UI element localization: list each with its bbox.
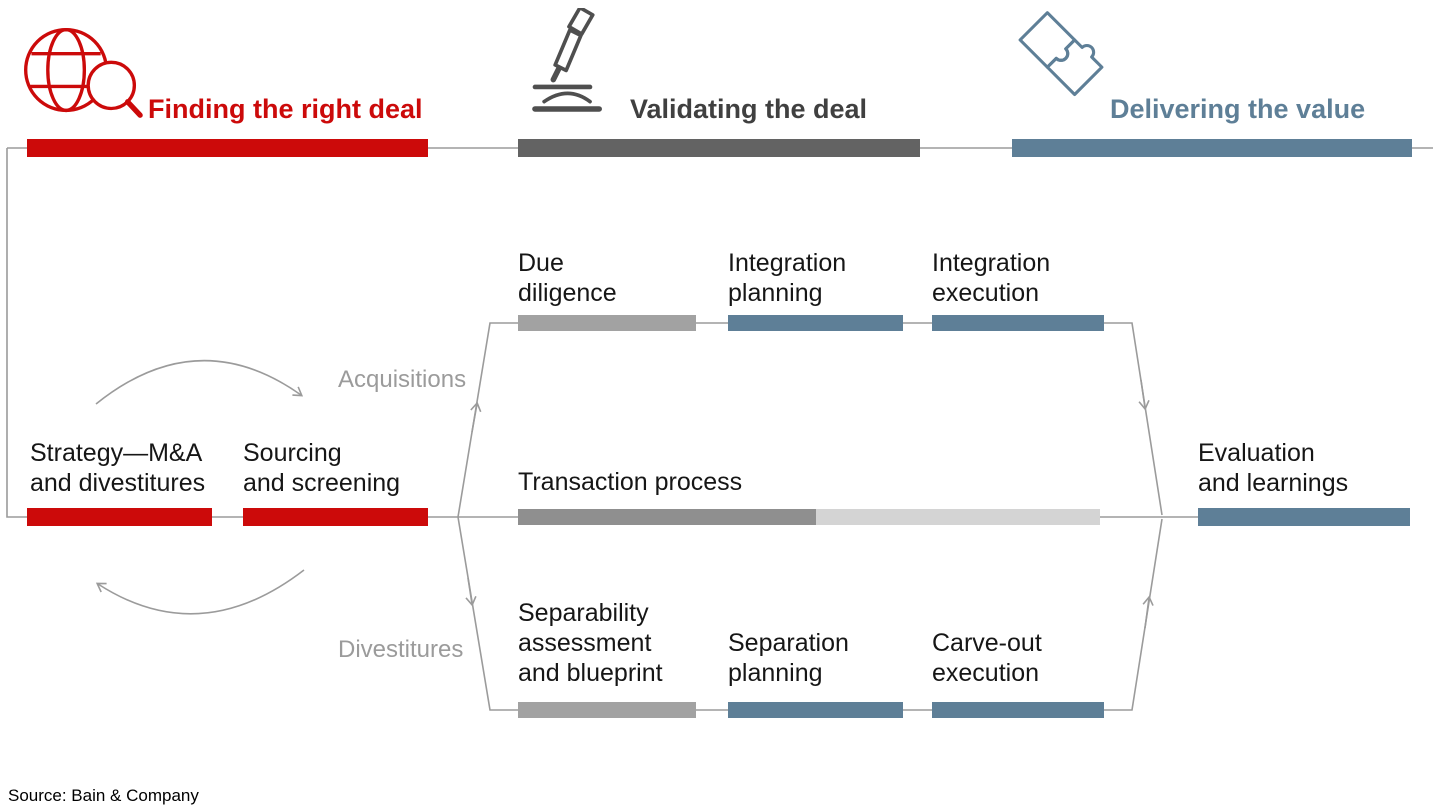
globe-search-icon — [24, 27, 143, 118]
converge-up-arrow — [1142, 595, 1154, 629]
node-label-strategy: Strategy—M&A and divestitures — [30, 439, 206, 497]
phase-bar-finding — [27, 139, 428, 157]
phase-bar-delivering — [1012, 139, 1412, 157]
cycle-arc-top — [95, 359, 304, 405]
source-note: Source: Bain & Company — [8, 786, 199, 805]
branch-label-acquisitions: Acquisitions — [338, 366, 467, 393]
node-bar-separation-planning — [728, 702, 903, 718]
phase-title-finding-the-right-deal: Finding the right deal — [148, 94, 423, 124]
node-bar-carve-out-execution — [932, 702, 1104, 718]
phase-title-delivering-the-value: Delivering the value — [1110, 94, 1366, 124]
node-bar-strategy — [27, 508, 212, 526]
node-bar-integration-execution — [932, 315, 1104, 331]
node-label-due-diligence: Due diligence — [518, 249, 617, 307]
phase-title-validating-the-deal: Validating the deal — [630, 94, 868, 124]
puzzle-icon — [1018, 11, 1104, 97]
node-label-carve-out-execution: Carve-out execution — [932, 629, 1042, 687]
node-label-evaluation: Evaluation and learnings — [1198, 439, 1349, 497]
node-label-separability-assessment: Separability assessment and blueprint — [518, 599, 663, 687]
node-bar-evaluation — [1198, 508, 1410, 526]
node-label-separation-planning: Separation planning — [728, 629, 849, 687]
node-label-integration-planning: Integration planning — [728, 249, 847, 307]
node-bar-due-diligence — [518, 315, 696, 331]
node-bar-separability-assessment — [518, 702, 696, 718]
microscope-icon — [532, 8, 602, 112]
branch-up-arrow — [470, 401, 482, 433]
node-bar-sourcing — [243, 508, 428, 526]
converge-down-arrow — [1138, 379, 1150, 411]
phase-bar-validating — [518, 139, 920, 157]
cycle-arc-bottom — [95, 569, 305, 615]
node-bar-integration-planning — [728, 315, 903, 331]
node-bar-transaction — [518, 509, 1100, 525]
node-label-transaction-process: Transaction process — [518, 468, 743, 496]
branch-down-arrow — [465, 577, 477, 607]
branch-label-divestitures: Divestitures — [338, 636, 464, 663]
node-label-sourcing: Sourcing and screening — [243, 439, 401, 497]
transaction-bar-dark-segment — [518, 509, 816, 525]
transaction-bar-light-segment — [816, 509, 1100, 525]
connector-group — [6, 147, 1433, 711]
node-label-integration-execution: Integration execution — [932, 249, 1051, 307]
